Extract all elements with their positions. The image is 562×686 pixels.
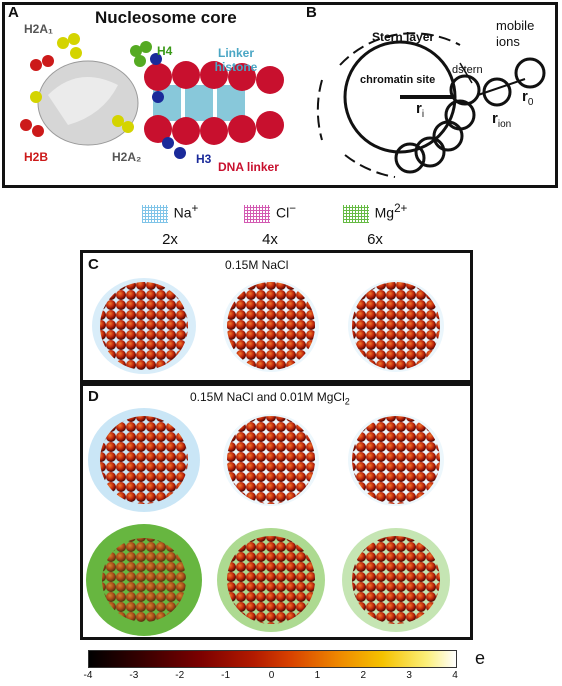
chromatin-d2	[227, 416, 315, 504]
label-linker-histone: Linker histone	[214, 46, 258, 74]
panel-a-label: A	[8, 4, 19, 21]
ri-label: ri	[416, 100, 425, 120]
chromatin-c3	[352, 282, 440, 370]
panel-c-chromatin-row	[92, 278, 444, 374]
colorbar-tick-label: -4	[83, 670, 93, 681]
panel-d-chromatin-rows	[86, 408, 450, 636]
label-h2b: H2B	[24, 150, 49, 164]
dstern-label: dstern	[452, 64, 483, 76]
panel-b-label: B	[306, 4, 317, 21]
panel-a-title: Nucleosome core	[95, 8, 237, 27]
stern-layer-dashed-arc	[339, 32, 461, 66]
h2a-red-spheres	[20, 55, 54, 137]
label-h2a1: H2A₁	[24, 22, 53, 36]
na-swatch-icon	[141, 204, 168, 223]
charge-colorbar	[88, 650, 457, 668]
histone-core-fold	[48, 77, 118, 125]
colorbar-tick-label: 1	[314, 670, 321, 681]
colorbar-tick-label: 0	[268, 670, 275, 681]
h2a1-spheres	[57, 33, 82, 59]
legend-mg: Mg2+ 6x	[330, 202, 420, 248]
label-h3: H3	[196, 152, 212, 166]
chromatin-d5	[227, 536, 315, 624]
rion-label: rion	[492, 110, 512, 130]
chromatin-c1	[100, 282, 188, 370]
panel-c-label: C	[88, 256, 99, 273]
colorbar-tick-label: 2	[360, 670, 367, 681]
stern-ions	[394, 74, 481, 174]
stern-layer-label: Stern layer	[372, 30, 435, 44]
chromatin-d4	[102, 538, 186, 622]
chromatin-c2	[227, 282, 315, 370]
dstern-line	[459, 62, 473, 84]
legend-na: Na+ 2x	[130, 202, 210, 248]
panel-c-condition: 0.15M NaCl	[225, 258, 289, 272]
label-h4: H4	[157, 44, 173, 58]
colorbar-tick-label: 3	[406, 670, 412, 681]
chromatin-d1	[100, 416, 188, 504]
chromatin-site-label: chromatin site	[360, 74, 436, 86]
colorbar-tick-label: 4	[452, 670, 458, 681]
colorbar-tick-label: -1	[221, 670, 231, 681]
panel-d-condition: 0.15M NaCl and 0.01M MgCl2	[190, 390, 350, 407]
h3-spheres	[150, 53, 186, 159]
mobile-ion-2	[514, 57, 546, 89]
r0-label: r0	[522, 88, 534, 108]
r0-line	[477, 78, 526, 96]
h2a2-spheres	[30, 91, 134, 133]
label-dna-linker: DNA linker	[218, 160, 279, 174]
chromatin-d6	[352, 536, 440, 624]
stern-layer-diagram	[316, 32, 546, 178]
stern-layer-dashed-arc-bottom	[344, 154, 396, 178]
colorbar-tick-label: -2	[175, 670, 185, 681]
mobile-ions-label: mobile ions	[496, 18, 535, 49]
label-h2a2: H2A₂	[112, 150, 142, 164]
linker-histone-cylinders	[153, 85, 245, 121]
cl-swatch-icon	[243, 204, 270, 223]
h4-spheres	[130, 41, 152, 67]
nucleosome-illustration	[20, 33, 284, 159]
colorbar-unit: e	[475, 648, 486, 668]
colorbar-tick-label: -3	[129, 670, 139, 681]
panel-d-label: D	[88, 388, 99, 405]
legend-cl: Cl− 4x	[230, 202, 310, 248]
chromatin-d3	[352, 416, 440, 504]
stern-layer-dashed-arc-left	[316, 79, 323, 141]
dna-linker-spheres	[144, 61, 284, 145]
mg-swatch-icon	[342, 204, 369, 223]
